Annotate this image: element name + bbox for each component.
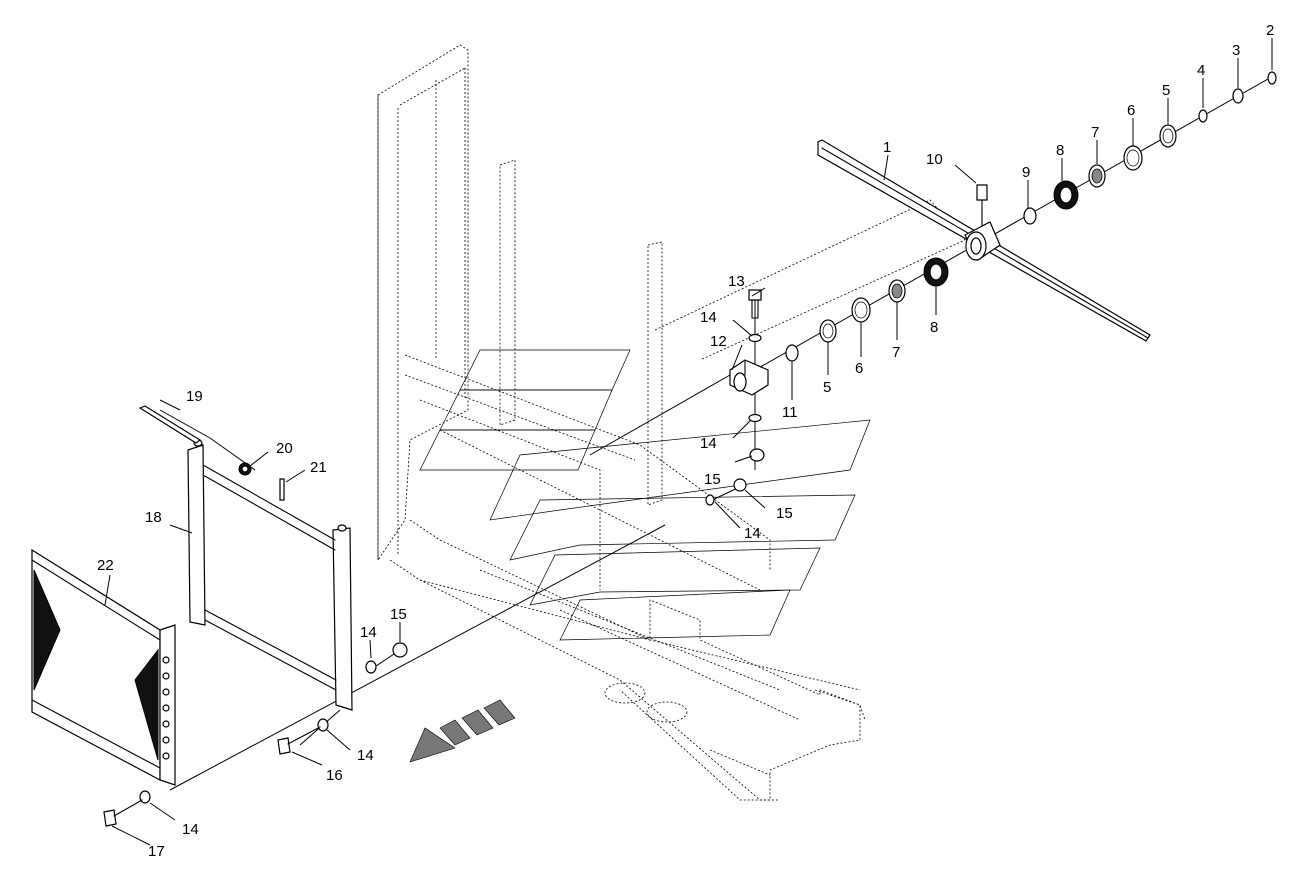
part-10-grease-fitting	[976, 184, 988, 227]
callout-2: 2	[1266, 22, 1274, 39]
part-19-pin	[138, 405, 202, 444]
callout-7: 7	[1091, 124, 1099, 141]
callout-5-lower: 5	[823, 379, 831, 396]
assembly-lines	[159, 74, 1276, 791]
washers-and-bearings	[785, 71, 1277, 362]
part-17-bolt	[103, 799, 143, 827]
direction-arrow-icon	[409, 699, 516, 763]
part-20-washer	[238, 462, 252, 476]
callout-4: 4	[1197, 62, 1205, 79]
callout-17: 17	[148, 843, 165, 860]
callout-16: 16	[326, 767, 343, 784]
watermark-logo	[419, 349, 871, 641]
callout-15-right: 15	[776, 505, 793, 522]
part-15-nut-pair	[705, 478, 747, 506]
callout-22: 22	[97, 557, 114, 574]
callout-14-right: 14	[744, 525, 761, 542]
callout-15-left: 15	[704, 471, 721, 488]
callout-labels: 2 3 4 5 6 7 8 9 10 1 8 7 6 5 11 12 13 14…	[97, 22, 1274, 860]
machine-frame	[377, 44, 966, 801]
callout-19: 19	[186, 388, 203, 405]
callout-10: 10	[926, 151, 943, 168]
callout-12: 12	[710, 333, 727, 350]
callout-14-bottom: 14	[357, 747, 374, 764]
callout-6-lower: 6	[855, 360, 863, 377]
callout-8-lower: 8	[930, 319, 938, 336]
callout-14-lowest: 14	[182, 821, 199, 838]
callout-14-top: 14	[700, 309, 717, 326]
part-21-cotter-pin	[279, 478, 285, 501]
part-16-bolt	[277, 726, 321, 755]
part-18-mounting-frame	[187, 439, 353, 711]
callout-20: 20	[276, 440, 293, 457]
callout-7-lower: 7	[892, 344, 900, 361]
callout-6: 6	[1127, 102, 1135, 119]
callout-18: 18	[145, 509, 162, 526]
callout-11: 11	[782, 404, 798, 421]
callout-8: 8	[1056, 142, 1064, 159]
part-12-bearing-bracket	[729, 359, 769, 396]
callout-13: 13	[728, 273, 745, 290]
callout-9: 9	[1022, 164, 1030, 181]
callout-21: 21	[310, 459, 327, 476]
part-22-cooler	[31, 548, 176, 786]
callout-14-mid: 14	[700, 435, 717, 452]
callout-leaders	[104, 38, 1273, 846]
callout-5: 5	[1162, 82, 1170, 99]
part-14-15-lower-fasteners	[139, 642, 408, 804]
callout-14-radiator: 14	[360, 624, 377, 641]
callout-15-radiator: 15	[390, 606, 407, 623]
callout-1: 1	[883, 139, 891, 156]
callout-3: 3	[1232, 42, 1240, 59]
